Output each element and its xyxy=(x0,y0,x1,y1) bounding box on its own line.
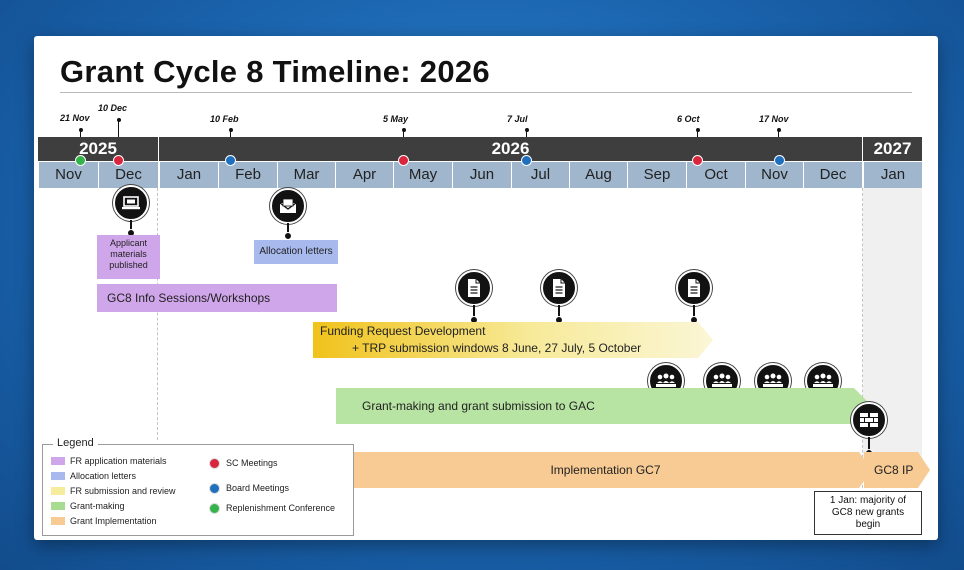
milestone-label: 10 Feb xyxy=(210,114,239,124)
year-2025: 2025 xyxy=(38,137,158,161)
legend-item-replenishment: Replenishment Conference xyxy=(226,503,336,513)
funding-request-arrow xyxy=(313,322,713,358)
milestone-tick xyxy=(79,128,83,132)
legend-item-fr-submission: FR submission and review xyxy=(70,486,176,496)
month-cell: Dec xyxy=(803,162,862,188)
envelope-icon xyxy=(270,188,306,224)
implementation-label: Implementation GC7 xyxy=(550,463,661,477)
month-cell: Jan xyxy=(863,162,922,188)
month-cell: Aug xyxy=(569,162,627,188)
milestone-label: 7 Jul xyxy=(507,114,528,124)
month-cell: Dec xyxy=(98,162,158,188)
pin-dot xyxy=(284,232,292,240)
sc-meeting-dot xyxy=(113,155,124,166)
board-meeting-dot xyxy=(225,155,236,166)
month-cell: Sep xyxy=(627,162,686,188)
milestone-tick-line xyxy=(230,131,231,137)
legend-swatch xyxy=(51,517,65,525)
bricks-icon xyxy=(851,402,887,438)
replenishment-conference-dot xyxy=(209,503,220,514)
milestone-tick-line xyxy=(403,131,404,137)
month-cell: Jul xyxy=(511,162,569,188)
pin-line xyxy=(868,437,870,451)
month-cell: May xyxy=(393,162,452,188)
applicant-materials-bar: Applicant materials published xyxy=(97,235,160,279)
milestone-tick xyxy=(777,128,781,132)
milestone-tick-line xyxy=(778,131,779,137)
gc8-ip-label: GC8 IP xyxy=(874,463,914,477)
month-cell: Jan xyxy=(159,162,218,188)
month-cell: Mar xyxy=(277,162,335,188)
month-cell: Nov xyxy=(745,162,803,188)
pin-line xyxy=(693,305,695,317)
milestone-label: 21 Nov xyxy=(60,113,90,123)
milestone-tick xyxy=(402,128,406,132)
month-cell: Apr xyxy=(335,162,393,188)
legend-item-sc-meetings: SC Meetings xyxy=(226,458,278,468)
year-divider xyxy=(862,188,863,488)
funding-request-title: Funding Request Development xyxy=(320,324,486,338)
sc-meeting-dot xyxy=(398,155,409,166)
milestone-tick-line xyxy=(118,121,119,137)
pin-line xyxy=(558,305,560,317)
document-icon xyxy=(456,270,492,306)
legend-title: Legend xyxy=(53,437,98,449)
legend-swatch xyxy=(51,457,65,465)
legend-swatch xyxy=(51,487,65,495)
pin-line xyxy=(473,305,475,317)
milestone-tick-line xyxy=(526,131,527,137)
month-cell: Jun xyxy=(452,162,511,188)
gc8-ip-arrow xyxy=(864,452,930,488)
milestone-tick xyxy=(117,118,121,122)
milestone-tick xyxy=(229,128,233,132)
year-divider xyxy=(157,188,158,440)
legend-swatch xyxy=(51,502,65,510)
legend-item-grant-implementation: Grant Implementation xyxy=(70,516,157,526)
sc-meeting-dot xyxy=(209,458,220,469)
milestone-tick xyxy=(525,128,529,132)
month-cell: Nov xyxy=(38,162,98,188)
milestone-tick xyxy=(696,128,700,132)
grant-making-arrow xyxy=(336,388,872,424)
legend-item-fr-application: FR application materials xyxy=(70,456,167,466)
milestone-tick-line xyxy=(697,131,698,137)
year-2027: 2027 xyxy=(863,137,922,161)
page-title: Grant Cycle 8 Timeline: 2026 xyxy=(60,54,490,89)
month-cell: Feb xyxy=(218,162,277,188)
allocation-letters-bar: Allocation letters xyxy=(254,240,338,264)
board-meeting-dot xyxy=(774,155,785,166)
new-grants-note: 1 Jan: majority of GC8 new grants begin xyxy=(814,491,922,535)
milestone-label: 10 Dec xyxy=(98,103,128,113)
document-icon xyxy=(541,270,577,306)
implementation-arrow xyxy=(354,452,872,488)
legend-item-grant-making: Grant-making xyxy=(70,501,125,511)
replenishment-conference-dot xyxy=(75,155,86,166)
legend-item-board-meetings: Board Meetings xyxy=(226,483,290,493)
pin-line xyxy=(287,223,289,233)
legend-swatch xyxy=(51,472,65,480)
title-divider xyxy=(60,92,912,93)
board-meeting-dot xyxy=(209,483,220,494)
pin-line xyxy=(130,220,132,230)
milestone-tick-line xyxy=(80,131,81,137)
milestone-label: 6 Oct xyxy=(677,114,700,124)
sc-meeting-dot xyxy=(692,155,703,166)
year-2026: 2026 xyxy=(159,137,862,161)
milestone-label: 17 Nov xyxy=(759,114,789,124)
legend-item-allocation-letters: Allocation letters xyxy=(70,471,137,481)
grant-making-label: Grant-making and grant submission to GAC xyxy=(362,399,595,413)
funding-request-windows: + TRP submission windows 8 June, 27 July… xyxy=(352,341,642,355)
month-cell: Oct xyxy=(686,162,745,188)
board-meeting-dot xyxy=(521,155,532,166)
document-icon xyxy=(676,270,712,306)
info-sessions-bar: GC8 Info Sessions/Workshops xyxy=(97,284,337,312)
milestone-label: 5 May xyxy=(383,114,409,124)
legend: Legend FR application materials Allocati… xyxy=(42,437,354,536)
laptop-icon xyxy=(113,185,149,221)
